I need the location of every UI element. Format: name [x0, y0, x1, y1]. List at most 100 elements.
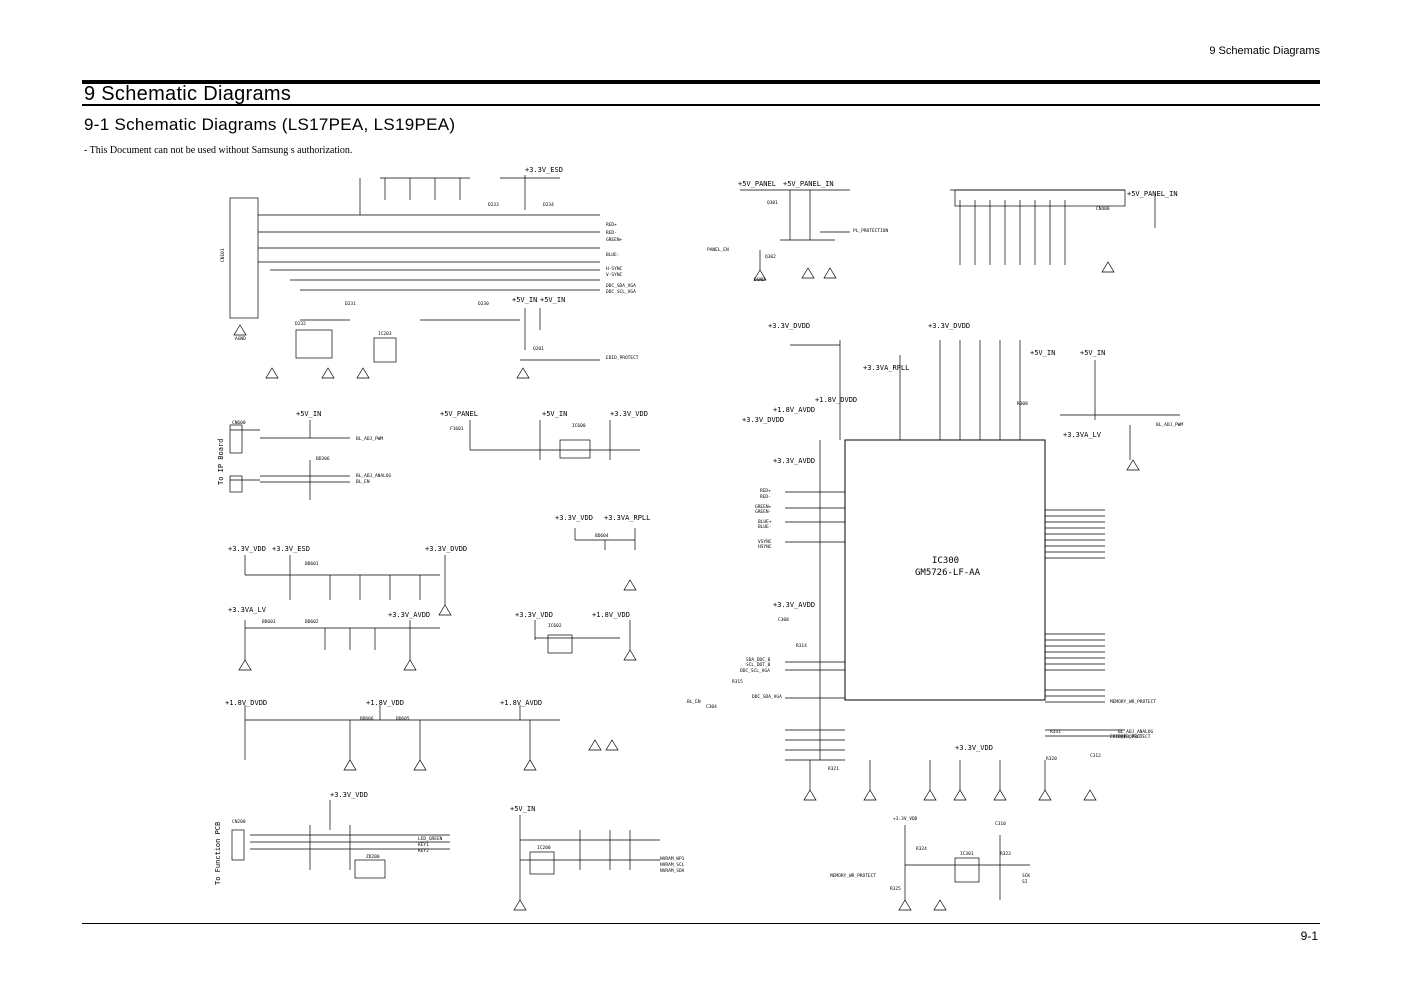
ref-label: BD602: [305, 619, 319, 625]
ref-label: R323: [1000, 851, 1011, 857]
ref-label: D233: [488, 202, 499, 208]
net-label: SCL_DDT_0: [746, 662, 771, 668]
rail-label: +5V_IN: [540, 296, 565, 304]
ic300-ref: IC300: [932, 556, 959, 566]
ref-label: IC203: [378, 331, 392, 337]
rail-label: +3.3VA_LV: [1063, 431, 1102, 439]
net-label: SI: [1022, 879, 1028, 885]
net-label: DDC_SDA_VGA: [752, 694, 782, 700]
ref-label: IC200: [537, 845, 551, 851]
net-label: BL_ADJ_PWM: [1156, 422, 1183, 428]
rail-label: +5V_IN: [296, 410, 321, 418]
header-rule-thin: [82, 104, 1320, 106]
net-label: BLUE-: [758, 524, 772, 530]
net-label: RED-: [760, 494, 771, 500]
net-label: NVRAM_SDA: [660, 868, 685, 874]
rail-label: +1.8V_DVDD: [225, 699, 267, 707]
ref-label: BD603: [262, 619, 276, 625]
net-label: VSYNC: [758, 539, 772, 545]
net-label: GREEN+: [606, 237, 623, 243]
ic300-part: GM5726-LF-AA: [915, 568, 981, 578]
rail-label: +5V_PANEL: [440, 410, 478, 418]
ref-label: C312: [1090, 753, 1101, 759]
ref-label: IC602: [548, 623, 562, 629]
net-label: SDA_DDC_0: [746, 657, 771, 663]
ref-label: F1601: [450, 426, 464, 432]
ref-label: R320: [1046, 756, 1057, 762]
net-label: DDC_SDA_VGA: [606, 283, 636, 289]
net-label: EDID_PROTECT: [606, 355, 639, 361]
ref-label: C308: [778, 617, 789, 623]
net-label: DDC_SCL_VGA: [606, 289, 636, 295]
ic203-shape: [373, 337, 397, 363]
net-label: RED-: [606, 230, 617, 236]
footer-rule: [82, 923, 1320, 924]
rail-label: +1.8V_VDD: [592, 611, 630, 619]
rail-label: +3.3V_VDD: [893, 816, 918, 822]
rail-label: +5V_PANEL_IN: [783, 180, 834, 188]
ref-label: Q301: [767, 200, 778, 206]
d232-shape: [295, 329, 333, 359]
ref-label: R314: [796, 643, 807, 649]
schematic-labels: +3.3V_ESD +5V_IN +5V_IN +5V_PANEL +5V_PA…: [214, 166, 1183, 892]
rail-label: +3.3V_ESD: [272, 545, 310, 553]
rail-label: +1.8V_AVDD: [500, 699, 542, 707]
ref-label: C304: [706, 704, 717, 710]
rail-label: +3.3V_VDD: [955, 744, 993, 752]
rail-label: +3.3V_ESD: [525, 166, 563, 174]
ref-label: D232: [295, 321, 306, 327]
rail-label: +1.8V_AVDD: [773, 406, 815, 414]
net-label: EDID_PROTECT: [1110, 734, 1143, 740]
ref-label: R321: [828, 766, 839, 772]
ground-symbols: [233, 261, 1140, 911]
rail-label: +3.3V_AVDD: [773, 601, 815, 609]
ic300-shape: [844, 439, 1046, 701]
running-header: 9 Schematic Diagrams: [1209, 45, 1320, 57]
ref-label: R324: [916, 846, 927, 852]
net-label: KEY2: [418, 848, 429, 854]
ref-label: BD601: [305, 561, 319, 567]
ref-label: IC600: [572, 423, 586, 429]
net-label: H-SYNC: [606, 266, 623, 272]
section-subtitle: 9-1 Schematic Diagrams (LS17PEA, LS19PEA…: [84, 115, 456, 134]
net-label: GREEN-: [755, 509, 771, 515]
header-rule-thick: [82, 80, 1320, 84]
ref-label: BD605: [396, 716, 410, 722]
page-number: 9-1: [1300, 929, 1318, 943]
schematic-wires: [229, 175, 1180, 900]
rail-label: +3.3VA_RPLL: [604, 514, 650, 522]
ref-label: CN600: [232, 420, 246, 426]
net-label: BL_ADJ_PWM: [356, 436, 383, 442]
ref-label: BD604: [595, 533, 609, 539]
rail-label: +5V_PANEL: [738, 180, 776, 188]
rail-label: +1.8V_DVDD: [815, 396, 857, 404]
rail-label: +3.3V_DVDD: [425, 545, 467, 553]
ic301-shape: [954, 857, 980, 883]
net-label: NVRAM_SCL: [660, 862, 685, 868]
ref-label: ZD200: [366, 854, 380, 860]
ref-label: R325: [890, 886, 901, 892]
net-label: DDC_SCL_VGA: [740, 668, 770, 674]
rail-label: +3.3V_VDD: [515, 611, 553, 619]
rail-label: +3.3VA_RPLL: [863, 364, 909, 372]
ref-label: CN101: [220, 248, 226, 262]
ref-label: D234: [543, 202, 554, 208]
ref-label: R308: [1017, 401, 1028, 407]
ref-label: Q201: [533, 346, 544, 352]
ref-label: D230: [478, 301, 489, 307]
net-label: SCK: [1022, 873, 1030, 879]
rail-label: +3.3V_DVDD: [768, 322, 810, 330]
ref-label: BD606: [360, 716, 374, 722]
rail-label: +3.3VA_LV: [228, 606, 267, 614]
ref-label: R315: [732, 679, 743, 685]
ic602-shape: [547, 634, 573, 654]
rail-label: +3.3V_VDD: [610, 410, 648, 418]
rail-label: +3.3V_DVDD: [742, 416, 784, 424]
rail-label: +3.3V_AVDD: [388, 611, 430, 619]
rail-label: +5V_IN: [510, 805, 535, 813]
net-label: RED+: [760, 488, 771, 494]
net-label: LED_GREEN: [418, 836, 443, 842]
rail-label: +3.3V_VDD: [555, 514, 593, 522]
rail-label: +5V_IN: [1080, 349, 1105, 357]
